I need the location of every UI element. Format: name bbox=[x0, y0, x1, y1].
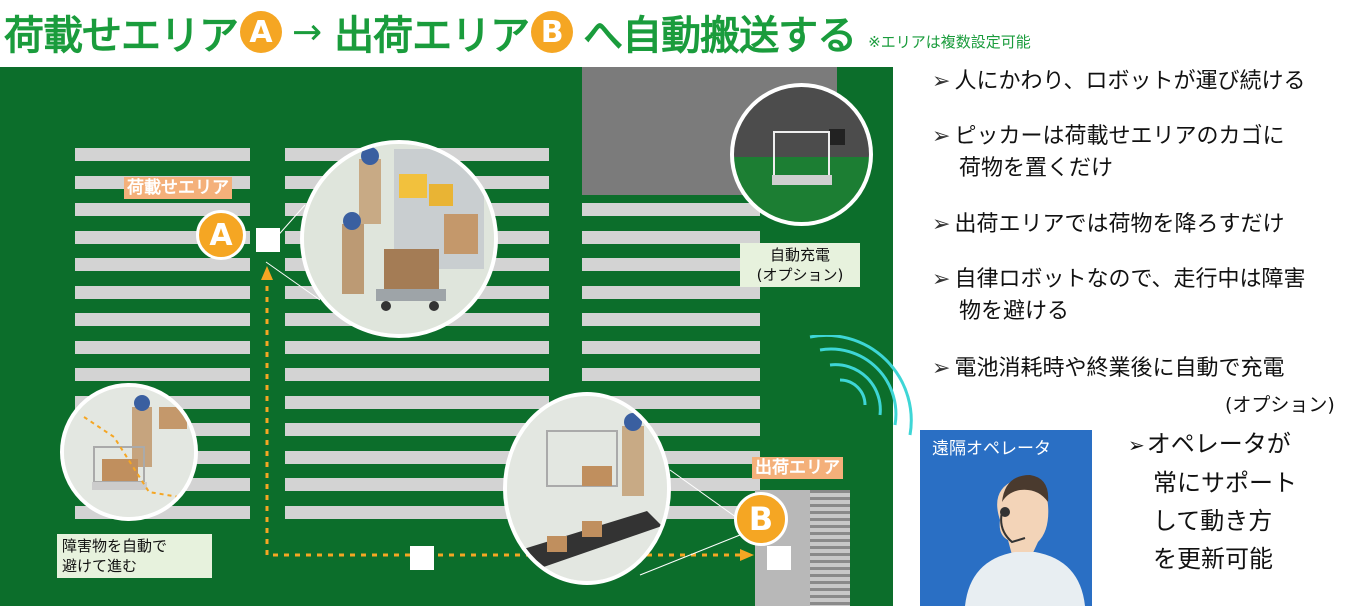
operator-illustration bbox=[965, 475, 1085, 606]
shelf-row bbox=[285, 340, 549, 354]
shelf-row bbox=[582, 258, 760, 271]
bullet-3-line1: 出荷エリアでは荷物を降ろすだけ bbox=[954, 212, 1285, 237]
operator-line2: 常にサポート bbox=[1153, 469, 1297, 497]
badge-a: A bbox=[196, 210, 246, 260]
charging-scene bbox=[734, 87, 869, 222]
shelf-row bbox=[75, 313, 250, 326]
shelf-row bbox=[285, 423, 549, 436]
callout-line-b1 bbox=[669, 469, 741, 521]
robot-position-marker bbox=[410, 546, 434, 570]
title-badge-a: A bbox=[240, 11, 282, 53]
operator-bullet: ➢オペレータが 常にサポート して動き方 を更新可能 bbox=[1128, 425, 1297, 578]
charging-illustration bbox=[730, 83, 873, 226]
picker-loading-illustration bbox=[300, 140, 498, 338]
auto-charge-line1: 自動充電 bbox=[769, 246, 830, 264]
page-title: 荷載せエリア A → 出荷エリア B へ自動搬送する ※エリアは複数設定可能 bbox=[4, 4, 1031, 60]
bullet-5-option: (オプション) bbox=[1225, 394, 1335, 416]
shelf-row bbox=[75, 340, 250, 354]
shelf-row bbox=[75, 203, 250, 216]
shelf-row bbox=[75, 368, 250, 381]
callout-line-b2 bbox=[639, 534, 741, 576]
bullet-marker: ➢ bbox=[932, 69, 951, 94]
operator-line3: して動き方 bbox=[1153, 507, 1273, 535]
picker-scene bbox=[304, 144, 494, 334]
obstacle-scene bbox=[64, 387, 194, 517]
obstacle-label-line2: 避けて進む bbox=[62, 557, 138, 575]
shelf-row bbox=[582, 340, 760, 354]
shelf-row bbox=[582, 203, 760, 216]
load-area-label: 荷載せエリア bbox=[124, 177, 232, 199]
shelf-row bbox=[582, 313, 760, 326]
operator-line1: オペレータが bbox=[1146, 430, 1291, 458]
bullet-marker: ➢ bbox=[932, 356, 951, 381]
title-action: へ自動搬送する bbox=[583, 13, 857, 59]
route-arrow-right bbox=[740, 549, 754, 561]
unloading-scene bbox=[507, 396, 667, 581]
operator-bullet-marker: ➢ bbox=[1128, 433, 1145, 457]
shelf-row bbox=[75, 148, 250, 161]
bullet-4-line1: 自律ロボットなので、走行中は障害 bbox=[954, 267, 1306, 292]
obstacle-label: 障害物を自動で 避けて進む bbox=[57, 534, 212, 578]
bullet-marker: ➢ bbox=[932, 267, 951, 292]
bullet-1: ➢人にかわり、ロボットが運び続ける bbox=[932, 66, 1306, 98]
shelf-row bbox=[75, 258, 250, 271]
bullet-5: ➢電池消耗時や終業後に自動で充電 bbox=[932, 353, 1284, 385]
shelf-row bbox=[582, 230, 760, 244]
badge-b: B bbox=[734, 492, 788, 546]
bullet-4: ➢自律ロボットなので、走行中は障害 物を避ける bbox=[932, 264, 1306, 328]
shelf-row bbox=[582, 285, 760, 299]
title-load-area: 荷載せエリア bbox=[4, 13, 239, 59]
bullet-4-line2: 物を避ける bbox=[959, 299, 1070, 324]
shelf-row bbox=[285, 450, 549, 464]
shelf-row bbox=[285, 505, 549, 519]
auto-charge-label: 自動充電 (オプション) bbox=[740, 243, 860, 287]
shelf-row bbox=[285, 368, 549, 381]
remote-operator-panel: 遠隔オペレータ bbox=[920, 430, 1092, 606]
title-note: ※エリアは複数設定可能 bbox=[868, 33, 1031, 51]
route-arrow-up bbox=[261, 266, 273, 280]
wireless-signal-icon bbox=[809, 335, 913, 436]
obstacle-avoid-illustration bbox=[60, 383, 198, 521]
ship-area-marker bbox=[767, 546, 791, 570]
shelf-row bbox=[582, 368, 760, 381]
bullet-1-line1: 人にかわり、ロボットが運び続ける bbox=[954, 69, 1306, 94]
shelf-row bbox=[75, 285, 250, 299]
bullet-2-line1: ピッカーは荷載せエリアのカゴに bbox=[954, 124, 1285, 149]
obstacle-label-line1: 障害物を自動で bbox=[62, 537, 168, 555]
conveyor-rollers bbox=[810, 490, 850, 606]
title-arrow: → bbox=[292, 11, 323, 53]
operator-line4: を更新可能 bbox=[1153, 545, 1273, 573]
shelf-row bbox=[285, 478, 549, 491]
bullet-5-line1: 電池消耗時や終業後に自動で充電 bbox=[954, 356, 1285, 381]
auto-charge-line2: (オプション) bbox=[756, 266, 844, 284]
bullet-marker: ➢ bbox=[932, 212, 951, 237]
ship-area-label: 出荷エリア bbox=[752, 457, 843, 479]
title-ship-area: 出荷エリア bbox=[334, 13, 530, 59]
bullet-3: ➢出荷エリアでは荷物を降ろすだけ bbox=[932, 209, 1284, 241]
load-area-marker bbox=[256, 228, 280, 252]
bullet-2-line2: 荷物を置くだけ bbox=[959, 156, 1114, 181]
unloading-illustration bbox=[503, 392, 671, 585]
bullet-2: ➢ピッカーは荷載せエリアのカゴに 荷物を置くだけ bbox=[932, 121, 1284, 185]
bullet-marker: ➢ bbox=[932, 124, 951, 149]
title-badge-b: B bbox=[531, 11, 574, 53]
shelf-row bbox=[285, 395, 549, 409]
remote-operator-label: 遠隔オペレータ bbox=[932, 439, 1051, 459]
callout-line-a2 bbox=[265, 261, 321, 301]
